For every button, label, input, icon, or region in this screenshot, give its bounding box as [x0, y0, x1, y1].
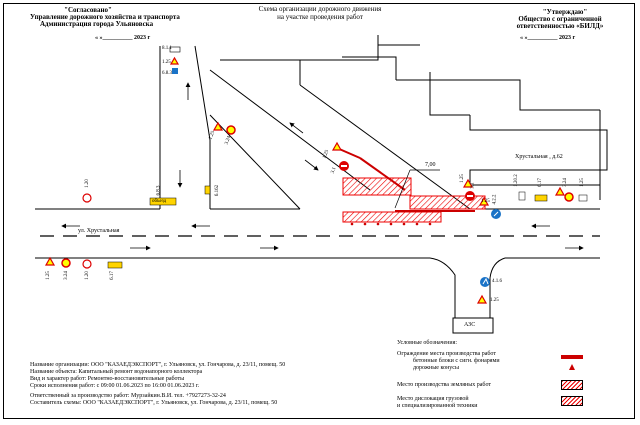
left-approval-line1: Управление дорожного хозяйства и транспо…	[30, 13, 180, 21]
sign-code: 1.20	[84, 179, 90, 188]
legend: Условные обозначения: Ограждение места п…	[393, 340, 596, 412]
detour-plate: объезд	[152, 199, 167, 204]
info-dates: Сроки исполнения работ: с 09:00 01.06.20…	[30, 383, 200, 389]
main-street	[35, 208, 600, 259]
legend-fence-swatch	[561, 355, 583, 359]
right-approval-title: "Утверждаю"	[542, 8, 588, 16]
info-org: Название организации: ООО "КАЗАЕДЭКСПОРТ…	[30, 362, 286, 368]
sign-code: 1.20	[84, 271, 90, 280]
info-author: Составитель схемы: ООО "КАЗАЕДЭКСПОРТ", …	[30, 400, 278, 406]
sign-code: 3.24	[63, 271, 69, 280]
sign-code: 6.17	[537, 178, 543, 187]
right-approval-date: « »__________ 2023 г	[520, 35, 576, 41]
prohibitory-signs	[61, 125, 574, 269]
sign-code: 3.24	[562, 178, 568, 187]
legend-earthwork-swatch	[561, 380, 583, 390]
building-label: Хрустальная , д.62	[515, 154, 563, 160]
info-plates	[107, 46, 588, 269]
legend-item-fence: Ограждение места производства работ	[397, 351, 496, 357]
street-label: ул. Хрустальная	[78, 228, 120, 234]
dimension-line	[394, 169, 411, 209]
legend-item-earthwork: Место производства земляных работ	[397, 382, 492, 388]
traffic-arrows	[61, 82, 584, 251]
info-responsible: Ответственный за производство работ: Мур…	[30, 393, 226, 399]
south-road	[429, 257, 506, 334]
mandatory-signs	[480, 209, 501, 287]
sign-code: 4.2.2	[492, 194, 498, 205]
sheet-border	[3, 3, 635, 419]
left-approval-date: « »__________ 2023 г	[95, 35, 151, 41]
legend-machinery-swatch	[561, 396, 583, 406]
sign-code: 1.25	[579, 178, 585, 187]
sign-code: 1.25	[490, 298, 499, 303]
sign-code: 1.20.2	[513, 174, 519, 187]
left-approval-title: "Согласовано"	[64, 6, 112, 14]
legend-item-machinery: Место дислокация грузовой	[397, 396, 469, 402]
sign-code: 3.1	[470, 182, 476, 189]
sign-code: 8.1.1	[162, 46, 172, 51]
legend-item-fence-sub2: дорожные конусы	[413, 365, 459, 371]
legend-item-machinery-sub: и специализированной техники	[397, 403, 478, 409]
sign-code: 4.1.6	[492, 279, 502, 284]
legend-item-fence-sub1: бетонные блоки с сигн. фонарями	[413, 358, 500, 364]
scheme-title-2: на участке проведения работ	[277, 13, 363, 21]
earthwork-zone-2	[342, 211, 442, 223]
dimension-label: 7,00	[425, 162, 436, 168]
right-approval-line2: ответственностью «БИЛД»	[516, 22, 604, 30]
buildings	[342, 35, 608, 200]
info-object: Название объекта: Капитальный ремонт вод…	[30, 369, 203, 375]
warning-signs	[44, 56, 566, 304]
sign-code: 6.162	[215, 184, 221, 197]
sign-code: 6.8.3	[156, 185, 162, 196]
legend-cone-swatch	[569, 364, 575, 370]
gas-station-label: АЗС	[464, 322, 476, 328]
left-approval-line2: Администрация города Ульяновска	[40, 20, 154, 28]
sign-code: 6.17	[109, 271, 115, 280]
right-approval-line1: Общество с ограниченной	[518, 15, 602, 23]
work-cones	[350, 222, 432, 226]
sign-code: 1.25	[481, 199, 490, 204]
info-type: Вид и характер работ: Ремонтно-восстанов…	[30, 376, 185, 382]
diagonal-road	[209, 44, 471, 210]
scheme-title-1: Схема организации дорожного движения	[258, 5, 382, 13]
sign-code: 1.25	[45, 271, 51, 280]
sign-code: 6.8.3	[162, 71, 172, 76]
sign-code: 1.25	[459, 174, 465, 183]
legend-title: Условные обозначения:	[397, 340, 458, 346]
sign-code: 1.25	[162, 60, 171, 65]
